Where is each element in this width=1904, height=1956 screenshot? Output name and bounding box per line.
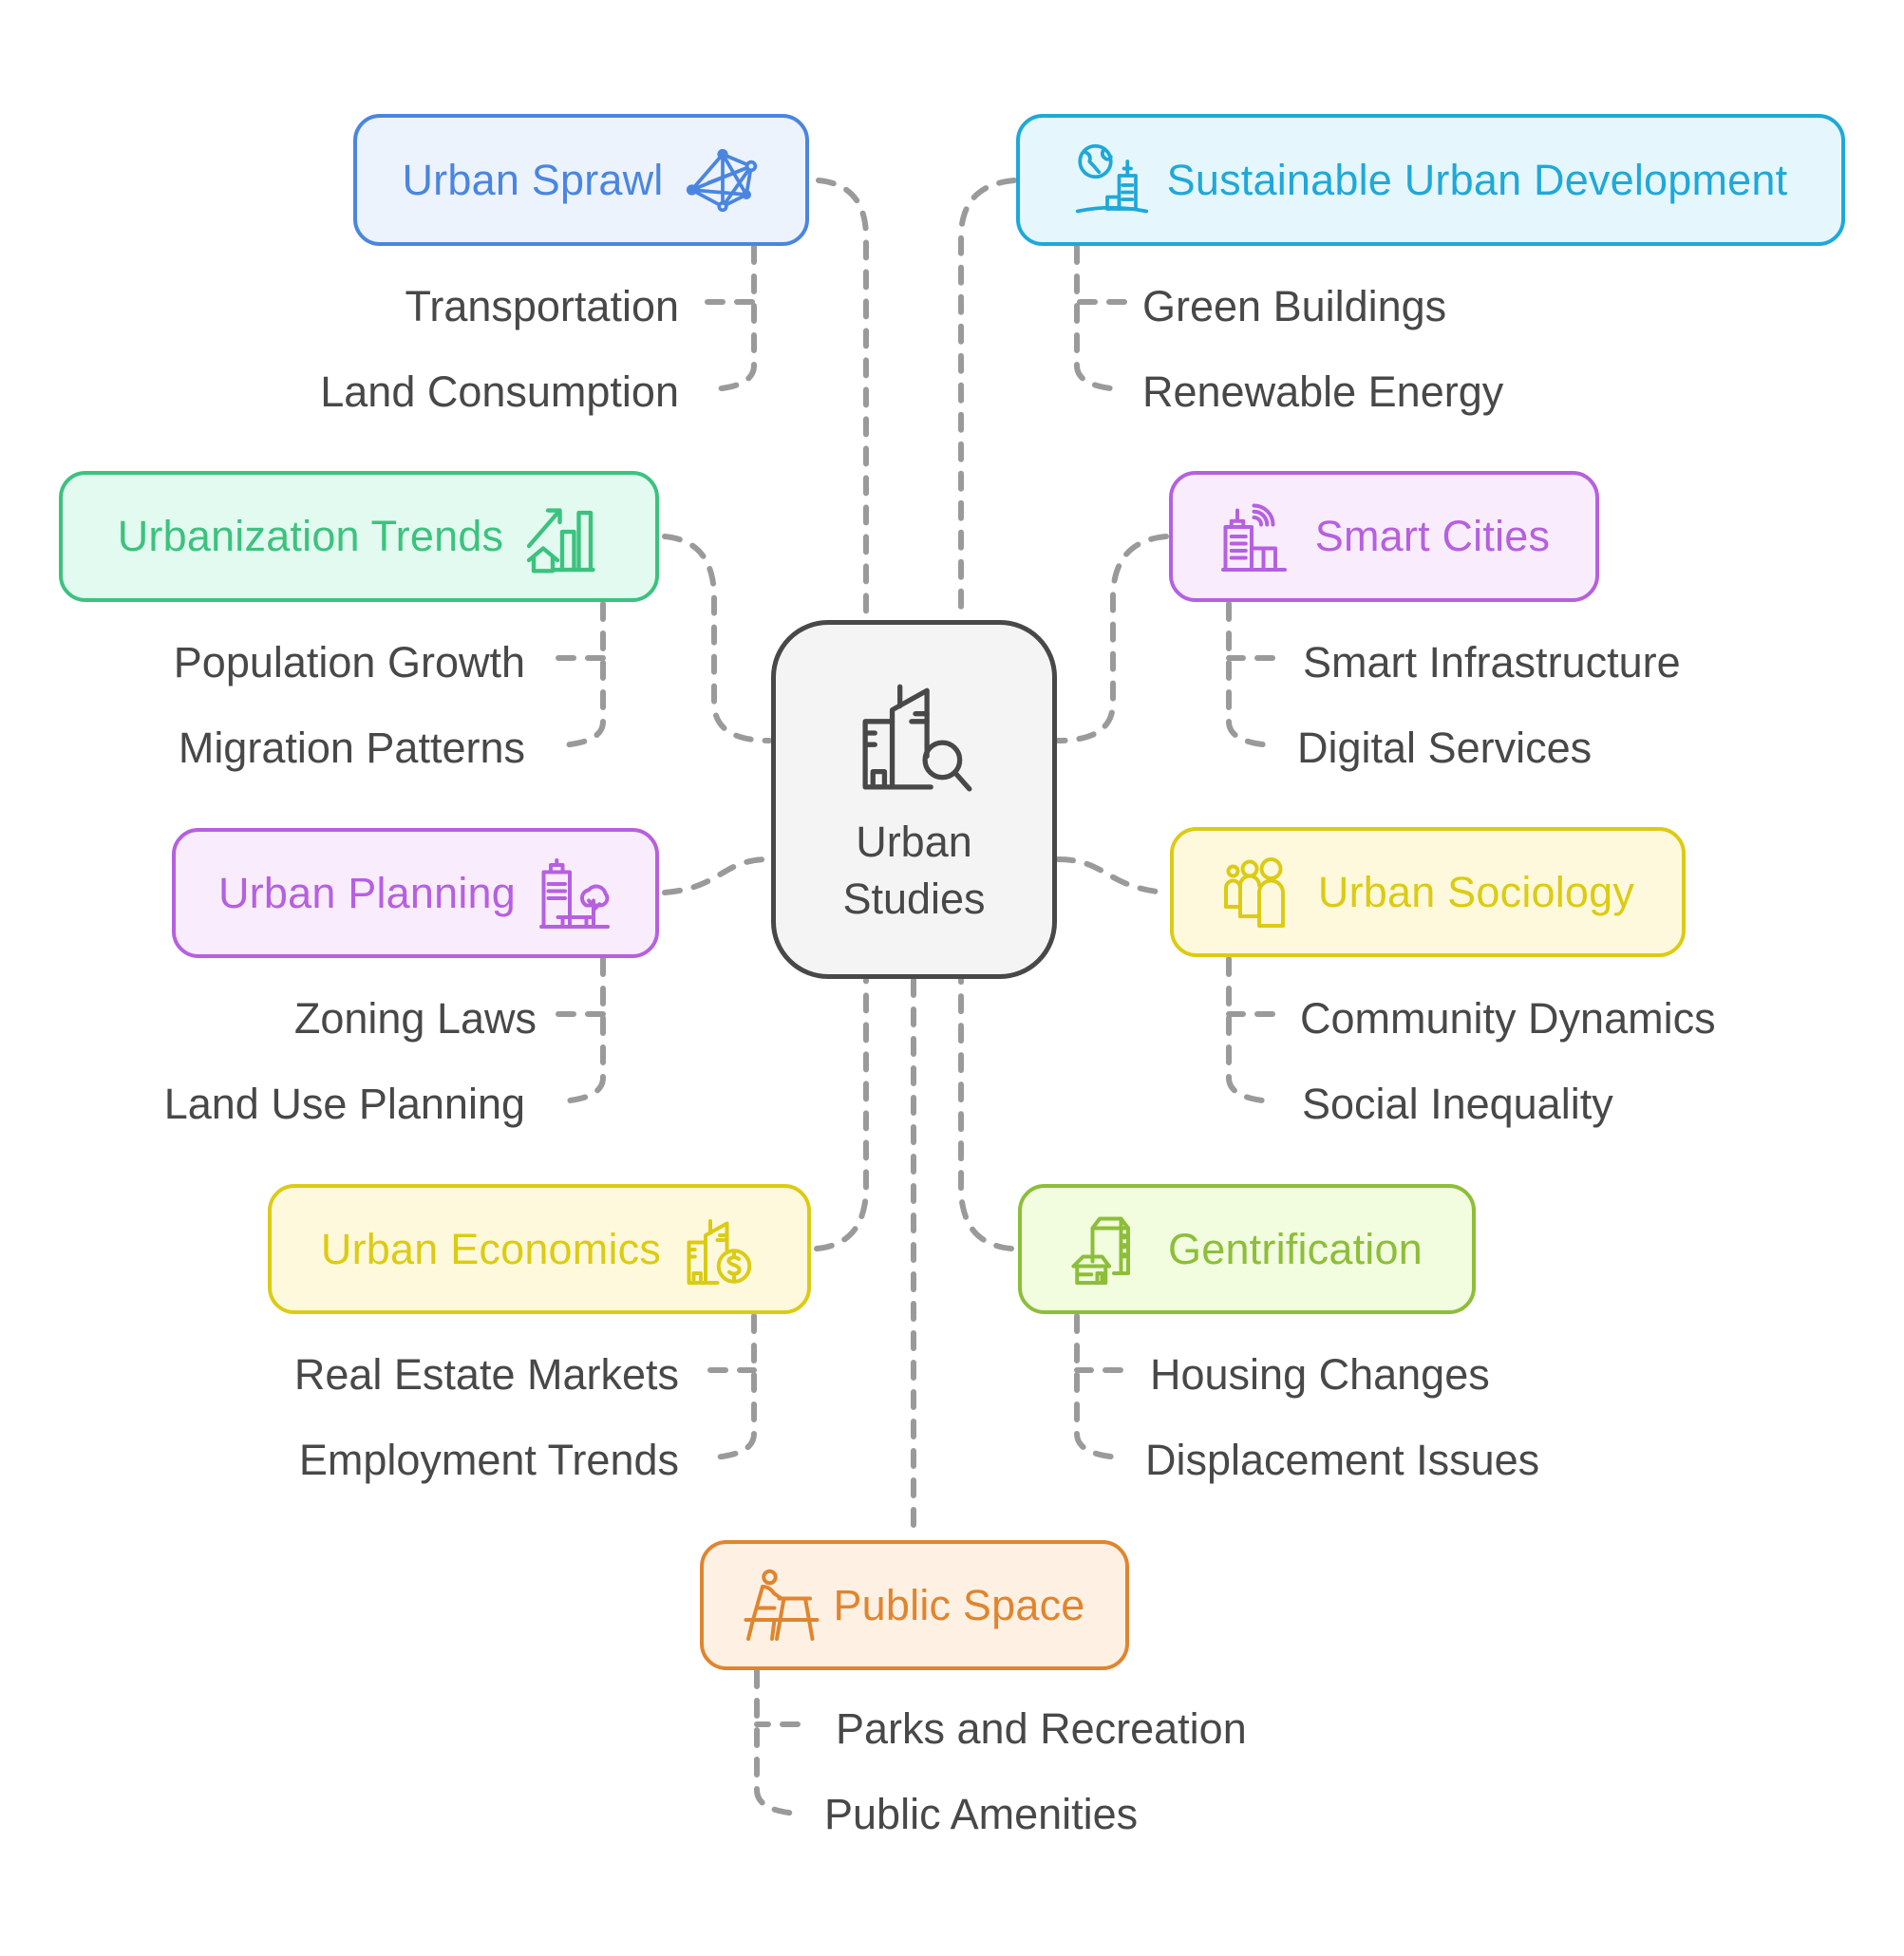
city-search-icon bbox=[861, 684, 971, 792]
smart-building-wifi-icon bbox=[1220, 503, 1287, 572]
sub-connector-urban-sociology bbox=[1226, 956, 1275, 1104]
house-apartment-icon bbox=[1071, 1216, 1131, 1285]
sub-connector-urbanization-trends bbox=[556, 601, 606, 748]
subtopic-transportation: Transportation bbox=[405, 282, 679, 330]
topic-urban-planning[interactable]: Urban Planning bbox=[172, 828, 659, 958]
topic-urbanization-trends[interactable]: Urbanization Trends bbox=[59, 471, 659, 602]
topic-smart-cities[interactable]: Smart Cities bbox=[1169, 471, 1599, 602]
globe-city-icon bbox=[1075, 143, 1148, 213]
subtopic-displacement-issues: Displacement Issues bbox=[1145, 1436, 1540, 1484]
topic-label: Urban Planning bbox=[217, 868, 516, 917]
sub-connector-public-space bbox=[754, 1668, 801, 1816]
sub-connector-urban-sprawl bbox=[705, 244, 757, 392]
sub-connector-gentrification bbox=[1074, 1313, 1123, 1460]
topic-label: Urban Sprawl bbox=[402, 155, 664, 204]
topic-label: Smart Cities bbox=[1314, 512, 1551, 560]
topic-sustainable-urban-development[interactable]: Sustainable Urban Development bbox=[1016, 114, 1845, 246]
subtopic-renewable-energy: Renewable Energy bbox=[1142, 367, 1504, 416]
subtopic-real-estate-markets: Real Estate Markets bbox=[293, 1350, 679, 1399]
topic-label: Urban Sociology bbox=[1317, 867, 1635, 916]
building-tree-bench-icon bbox=[539, 857, 610, 929]
subtopic-zoning-laws: Zoning Laws bbox=[293, 994, 537, 1043]
subtopic-parks-and-recreation: Parks and Recreation bbox=[836, 1704, 1247, 1753]
topic-urban-economics[interactable]: Urban Economics bbox=[268, 1184, 811, 1314]
connector-urban-sprawl bbox=[816, 178, 869, 623]
person-bench-icon bbox=[744, 1569, 820, 1641]
topic-label: Gentrification bbox=[1168, 1224, 1423, 1273]
connector-urban-sociology bbox=[1055, 856, 1169, 895]
subtopic-smart-infrastructure: Smart Infrastructure bbox=[1303, 638, 1681, 686]
subtopic-community-dynamics: Community Dynamics bbox=[1300, 994, 1716, 1043]
connector-gentrification bbox=[958, 977, 1014, 1251]
center-node-urban-studies[interactable]: Urban Studies bbox=[771, 620, 1057, 979]
subtopic-employment-trends: Employment Trends bbox=[298, 1436, 679, 1484]
network-mesh-icon bbox=[686, 148, 757, 212]
building-dollar-icon bbox=[687, 1218, 752, 1285]
topic-urban-sprawl[interactable]: Urban Sprawl bbox=[353, 114, 809, 246]
sub-connector-sustainable-urban-development bbox=[1074, 244, 1127, 392]
sub-connector-urban-planning bbox=[556, 956, 606, 1104]
connector-urban-planning bbox=[662, 856, 772, 895]
center-label-line2: Studies bbox=[842, 875, 986, 923]
subtopic-green-buildings: Green Buildings bbox=[1142, 282, 1447, 330]
subtopic-migration-patterns: Migration Patterns bbox=[178, 724, 525, 772]
subtopic-housing-changes: Housing Changes bbox=[1150, 1350, 1490, 1399]
subtopic-land-consumption: Land Consumption bbox=[320, 367, 679, 416]
subtopic-social-inequality: Social Inequality bbox=[1302, 1080, 1613, 1128]
growth-chart-house-icon bbox=[527, 508, 595, 574]
people-group-icon bbox=[1223, 856, 1285, 928]
connector-urbanization-trends bbox=[662, 534, 772, 743]
topic-label: Urban Economics bbox=[320, 1224, 662, 1273]
subtopic-land-use-planning: Land Use Planning bbox=[163, 1080, 525, 1128]
subtopic-population-growth: Population Growth bbox=[173, 638, 525, 686]
subtopic-digital-services: Digital Services bbox=[1297, 724, 1593, 772]
topic-label: Sustainable Urban Development bbox=[1166, 155, 1788, 204]
center-label-line1: Urban bbox=[856, 818, 972, 866]
topic-label: Public Space bbox=[833, 1580, 1085, 1629]
topic-urban-sociology[interactable]: Urban Sociology bbox=[1170, 827, 1686, 957]
sub-connector-urban-economics bbox=[707, 1313, 757, 1460]
subtopic-public-amenities: Public Amenities bbox=[824, 1790, 1139, 1838]
topic-public-space[interactable]: Public Space bbox=[700, 1540, 1129, 1670]
topic-gentrification[interactable]: Gentrification bbox=[1018, 1184, 1476, 1314]
connector-sustainable-urban-development bbox=[958, 178, 1017, 623]
sub-connector-smart-cities bbox=[1226, 601, 1275, 748]
connector-smart-cities bbox=[1055, 534, 1169, 743]
topic-label: Urbanization Trends bbox=[117, 512, 504, 560]
connector-urban-economics bbox=[814, 977, 869, 1251]
